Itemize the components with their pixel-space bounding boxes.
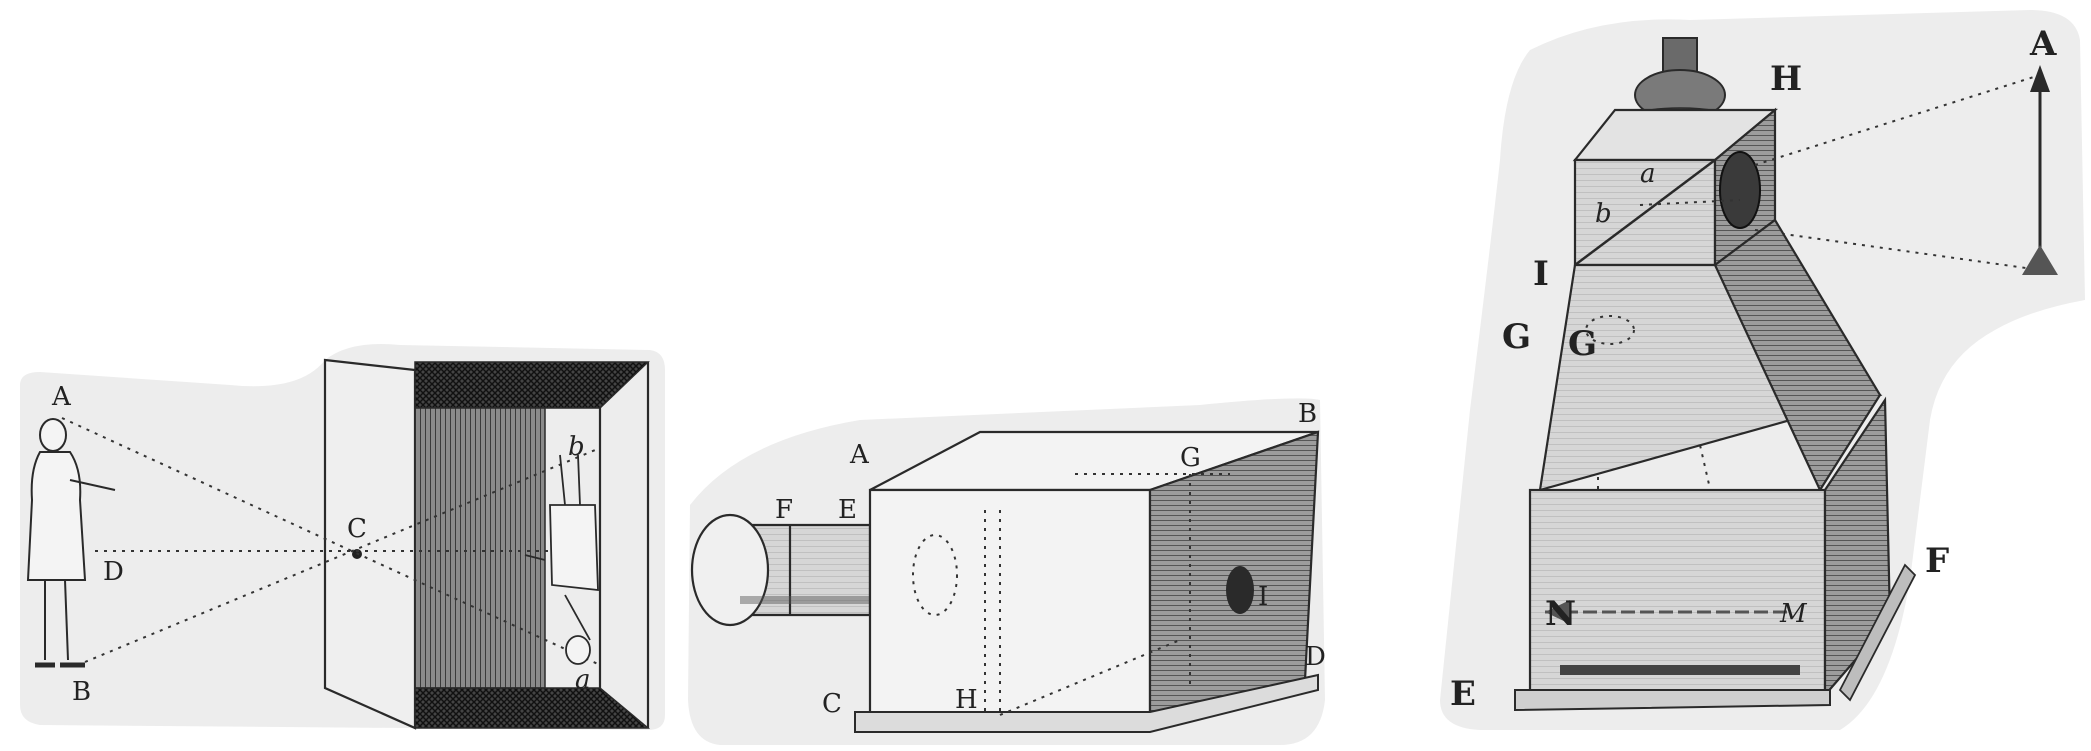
label-G: G xyxy=(1180,443,1201,473)
label-F: F xyxy=(775,495,793,525)
label-D: D xyxy=(1305,642,1326,672)
camera-box xyxy=(854,430,1320,733)
mirror-diagonal xyxy=(1574,159,1716,266)
label-a: a xyxy=(575,665,591,695)
label-H: H xyxy=(955,685,978,715)
lens-tube xyxy=(690,513,872,627)
object-arrow xyxy=(2022,65,2058,275)
label-C: C xyxy=(347,514,367,544)
eyepiece-hole xyxy=(1226,566,1254,614)
lens-outline-dotted xyxy=(1585,315,1635,345)
label-C: C xyxy=(822,689,842,719)
label-b: b xyxy=(568,432,585,462)
light-rays xyxy=(61,417,601,666)
label-E: E xyxy=(838,495,857,525)
label-H: H xyxy=(1770,59,1802,99)
standing-man-figure xyxy=(26,418,116,668)
box-inner-side xyxy=(414,407,546,689)
inverted-image-figure xyxy=(524,454,599,665)
lens-outline-dotted xyxy=(912,534,958,616)
label-G-outer: G xyxy=(1502,317,1531,357)
label-F: F xyxy=(1925,541,1949,581)
label-b: b xyxy=(1595,199,1612,229)
label-D: D xyxy=(103,557,124,587)
label-I: I xyxy=(1533,254,1549,294)
label-A: A xyxy=(849,440,870,470)
box-base xyxy=(854,673,1319,733)
camera-body xyxy=(1514,218,1917,712)
mirror-box xyxy=(1572,107,1779,268)
figure-reflex-camera: A E F G G H I N M b a xyxy=(1440,10,2085,730)
label-B: B xyxy=(72,677,91,707)
figure-box-camera: A B C D E F G H I xyxy=(688,398,1326,745)
lens-opening xyxy=(1719,151,1761,229)
label-G-inner: G xyxy=(1568,324,1597,364)
label-A: A xyxy=(2029,24,2057,64)
label-E: E xyxy=(1450,674,1476,714)
label-I: I xyxy=(1258,582,1268,612)
label-B: B xyxy=(1298,399,1317,429)
label-N: N xyxy=(1545,594,1576,634)
pinhole-box xyxy=(323,358,651,730)
label-M: M xyxy=(1779,599,1808,629)
label-A: A xyxy=(51,382,72,412)
box-front xyxy=(868,488,1152,717)
figure-pinhole-camera: A B C D a b xyxy=(20,344,665,730)
label-a: a xyxy=(1640,159,1656,189)
